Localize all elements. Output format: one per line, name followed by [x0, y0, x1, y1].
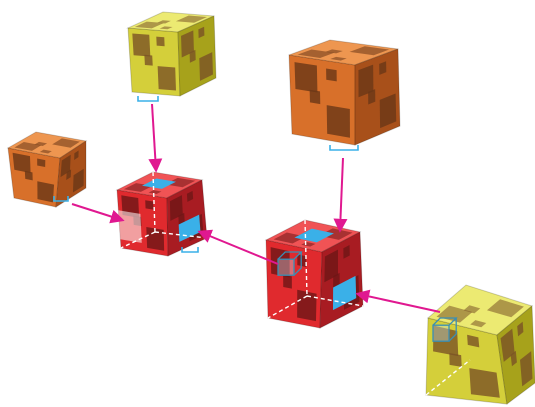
yellow-cube-bottom-right-top-pattern [486, 299, 524, 318]
orange-cube-top-right-side-pattern [379, 61, 387, 75]
insertion-point-marker-icon [277, 251, 303, 276]
yellow-cube-top-front-pattern [144, 54, 153, 66]
yellow-cube-top-side-pattern [199, 52, 213, 81]
red-cube-assembly-left-side-pattern [178, 212, 185, 226]
red-cube-assembly-center-front-pattern [283, 274, 292, 289]
yellow-cube-bottom-right-side-pattern [517, 321, 524, 337]
orange-cube-top-right-side-pattern [368, 89, 376, 105]
yellow-cube-top-side-pattern [198, 26, 205, 39]
red-cube-assembly-center-top-pattern [273, 232, 306, 244]
hidden-edge-line [425, 359, 471, 396]
orange-cube-left-front-pattern [12, 152, 31, 174]
yellow-cube-bottom-right-front-pattern [467, 334, 480, 348]
connection-hook-icon [181, 247, 199, 253]
red-cube-assembly-left-front-pattern [145, 200, 154, 210]
orange-cube-top-right-top-pattern [330, 56, 347, 61]
yellow-cube-bottom-right-top-pattern [470, 320, 487, 328]
orange-cube-top-right-top-pattern [325, 49, 343, 54]
connector-slot-top [142, 178, 177, 189]
connection-hook-icon [137, 96, 159, 102]
yellow-cube-top [126, 11, 217, 97]
connection-hook-icon [53, 196, 69, 202]
arrow-yellow-bottom-to-red-center [355, 289, 441, 313]
yellow-cube-bottom-right [425, 284, 535, 405]
ghost-insert-face [118, 210, 142, 243]
orange-cube-left-front-pattern [24, 170, 33, 181]
orange-cube-left-top-pattern [14, 142, 42, 151]
orange-cube-left-side-pattern [72, 168, 84, 193]
connector-slot-top [294, 228, 334, 243]
orange-cube-top-right-side-pattern [379, 93, 397, 129]
orange-cube-left [6, 131, 88, 208]
hidden-edge-line [304, 219, 308, 297]
hidden-edge-line [152, 171, 156, 233]
red-cube-assembly-center-side-pattern [333, 272, 340, 289]
red-cube-assembly-center-side-pattern [343, 245, 350, 259]
orange-cube-left-side-pattern [66, 169, 72, 181]
orange-cube-top-right-front-pattern [326, 105, 350, 138]
yellow-cube-bottom-right-side-pattern [520, 351, 533, 387]
connection-hook-icon [329, 145, 359, 151]
orange-cube-top-right-side-pattern [358, 64, 374, 98]
yellow-cube-bottom-right-front-pattern [469, 368, 500, 398]
yellow-cube-top-top-pattern [159, 26, 173, 30]
orange-cube-top-right-top-pattern [349, 46, 390, 56]
yellow-cube-top-front-pattern [156, 36, 165, 47]
orange-cube-left-front-pattern [37, 158, 46, 168]
yellow-cube-bottom-right-top-pattern [463, 305, 481, 314]
orange-cube-top-right-front-pattern [326, 68, 337, 82]
orange-cube-left-top-pattern [39, 149, 52, 154]
yellow-cube-top-top-pattern [134, 21, 164, 29]
yellow-cube-top-side-pattern [189, 49, 196, 63]
red-cube-assembly-center-front-pattern [297, 289, 317, 322]
insertion-point-marker-icon [432, 317, 458, 342]
red-cube-assembly-center-front-pattern [270, 247, 290, 278]
orange-cube-left-top-pattern [34, 141, 48, 147]
orange-cube-left-front-pattern [37, 181, 55, 203]
orange-cube-left-top-pattern [52, 138, 80, 148]
red-cube-assembly-left-top-pattern [148, 190, 162, 194]
yellow-cube-top-front-pattern [132, 33, 151, 57]
yellow-cube-top-top-pattern [175, 15, 208, 23]
arrow-orange-top-to-red-center [333, 157, 348, 233]
yellow-cube-bottom-right-side-pattern [510, 350, 517, 367]
red-cube-assembly-center-top-pattern [301, 241, 316, 247]
red-cube-assembly-left-side-pattern [186, 190, 194, 202]
hidden-edge-line [306, 295, 364, 307]
hidden-edge-line [267, 295, 308, 319]
yellow-cube-top-side-pattern [181, 30, 194, 58]
arrow-yellow-top-to-red-left [148, 103, 163, 173]
yellow-cube-top-top-pattern [157, 20, 171, 24]
orange-cube-top-right-top-pattern [297, 49, 335, 58]
red-cube-assembly-left-front-pattern [146, 226, 165, 251]
connector-slot-side [332, 275, 357, 311]
orange-cube-top-right [288, 39, 401, 146]
red-cube-assembly-left-top-pattern [164, 177, 196, 188]
orange-cube-top-right-front-pattern [309, 89, 321, 105]
yellow-cube-bottom-right-front-pattern [449, 352, 462, 367]
arrow-red-center-to-red-left [197, 229, 279, 265]
red-cube-assembly-left-side-pattern [169, 195, 183, 221]
orange-cube-top-right-front-pattern [294, 62, 318, 93]
hidden-edge-line [120, 231, 156, 249]
red-cube-assembly-center-side-pattern [324, 249, 339, 283]
yellow-cube-top-front-pattern [157, 66, 176, 91]
orange-cube-left-side-face [55, 140, 87, 208]
yellow-cube-bottom-right-side-pattern [500, 328, 515, 362]
arrow-orange-left-to-red-left [71, 203, 125, 224]
orange-cube-left-side-pattern [74, 150, 79, 160]
